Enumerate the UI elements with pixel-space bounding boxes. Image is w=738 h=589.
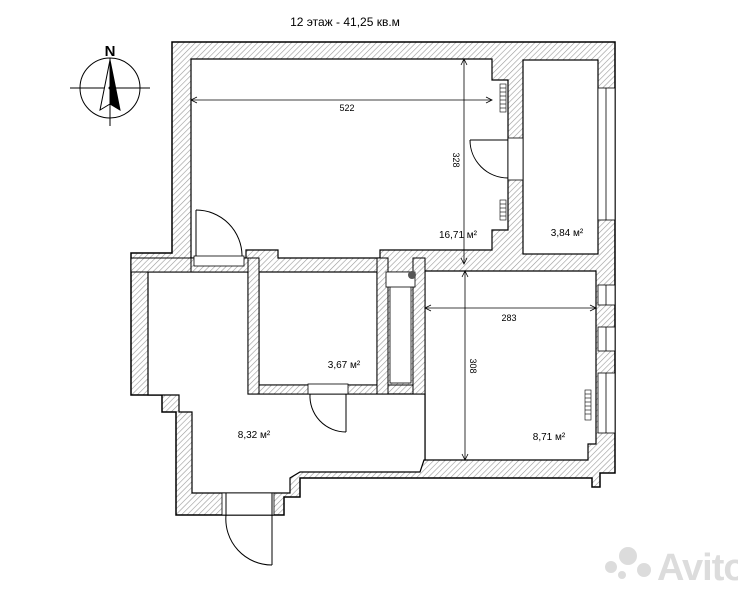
kitchen xyxy=(424,270,597,461)
bathroom-door xyxy=(307,383,349,433)
kitchen-area-label: 8,71 м² xyxy=(533,432,566,443)
dimension-lines xyxy=(190,58,597,461)
living-room-depth-label: 328 xyxy=(451,152,461,167)
windows xyxy=(597,87,616,434)
north-label: N xyxy=(105,43,116,60)
radiators xyxy=(499,83,592,421)
bathroom xyxy=(258,271,378,386)
entrance-door xyxy=(221,492,275,566)
ventilation-shaft xyxy=(385,271,416,386)
living-room-area-label: 16,71 м² xyxy=(439,230,478,241)
storage-area-label: 3,84 м² xyxy=(551,228,584,239)
avito-watermark-text: Avito xyxy=(657,547,738,589)
living-room-width-label: 522 xyxy=(339,103,354,113)
avito-watermark: Avito xyxy=(605,547,738,589)
room-interiors xyxy=(147,58,599,494)
kitchen-depth-label: 308 xyxy=(468,358,478,373)
plan-title: 12 этаж - 41,25 кв.м xyxy=(290,15,400,29)
living-room-door xyxy=(193,209,245,267)
living-room xyxy=(190,58,509,259)
doors xyxy=(193,137,524,566)
bathroom-area-label: 3,67 м² xyxy=(328,360,361,371)
storage-room xyxy=(522,59,599,255)
kitchen-width-label: 283 xyxy=(501,313,516,323)
north-compass-icon: N xyxy=(70,43,150,126)
storage-door xyxy=(469,137,524,181)
avito-logo-icon xyxy=(605,547,651,579)
hall-area-label: 8,32 м² xyxy=(238,430,271,441)
